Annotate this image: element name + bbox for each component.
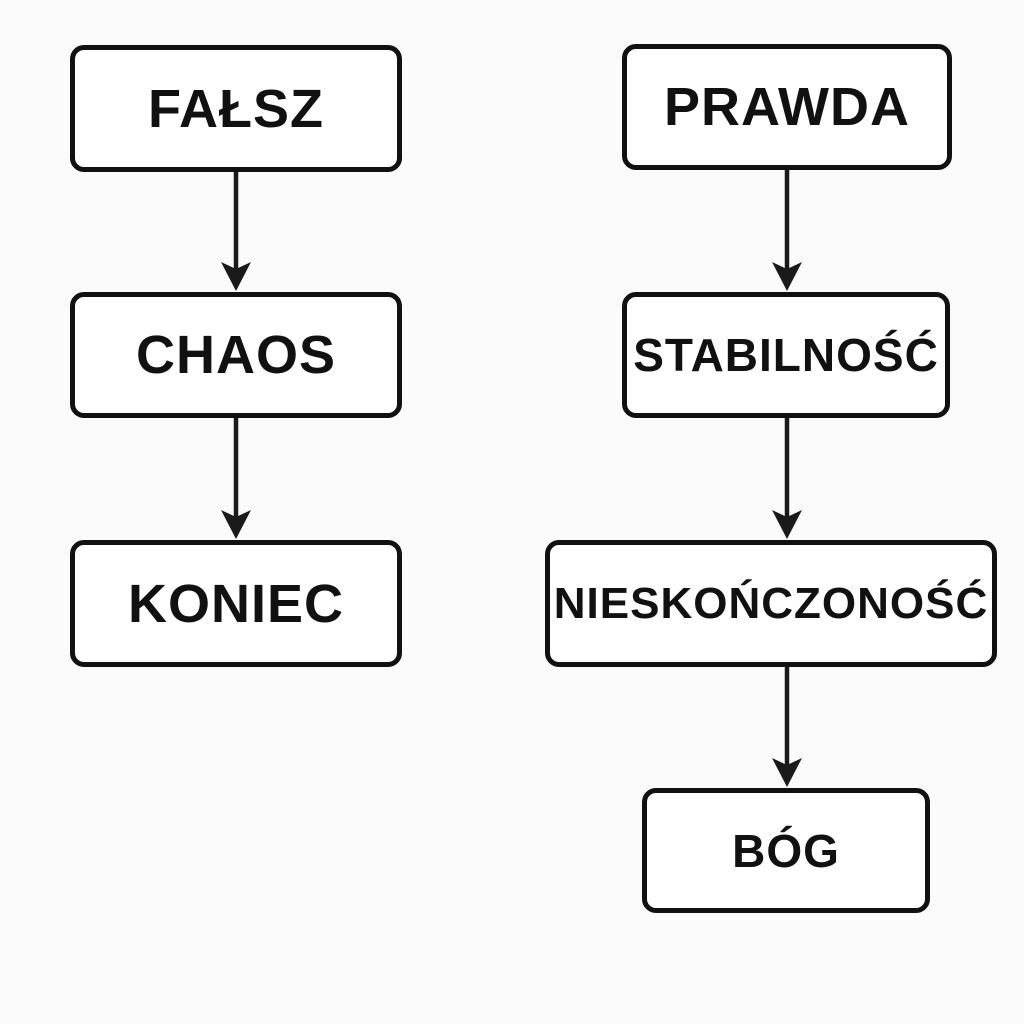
arrow-prawda-stabilnosc	[772, 170, 802, 291]
node-nieskonczonosc: NIESKOŃCZONOŚĆ	[545, 540, 997, 667]
node-koniec-label: KONIEC	[127, 573, 344, 634]
node-stabilnosc: STABILNOŚĆ	[622, 292, 950, 418]
node-koniec: KONIEC	[70, 540, 402, 667]
node-stabilnosc-label: STABILNOŚĆ	[633, 329, 939, 381]
node-bog: BÓG	[642, 788, 930, 913]
node-chaos-label: CHAOS	[135, 325, 336, 385]
node-chaos: CHAOS	[70, 292, 402, 418]
arrow-nieskonczonosc-bog	[772, 667, 802, 787]
node-falsz: FAŁSZ	[70, 45, 402, 172]
arrow-chaos-koniec	[221, 418, 251, 539]
arrow-falsz-chaos	[221, 172, 251, 291]
node-nieskonczonosc-label: NIESKOŃCZONOŚĆ	[553, 578, 989, 628]
node-falsz-label: FAŁSZ	[148, 78, 324, 139]
arrow-stabilnosc-nieskonczonosc	[772, 418, 802, 539]
node-bog-label: BÓG	[732, 824, 840, 877]
node-prawda-label: PRAWDA	[664, 77, 910, 137]
node-prawda: PRAWDA	[622, 44, 952, 170]
